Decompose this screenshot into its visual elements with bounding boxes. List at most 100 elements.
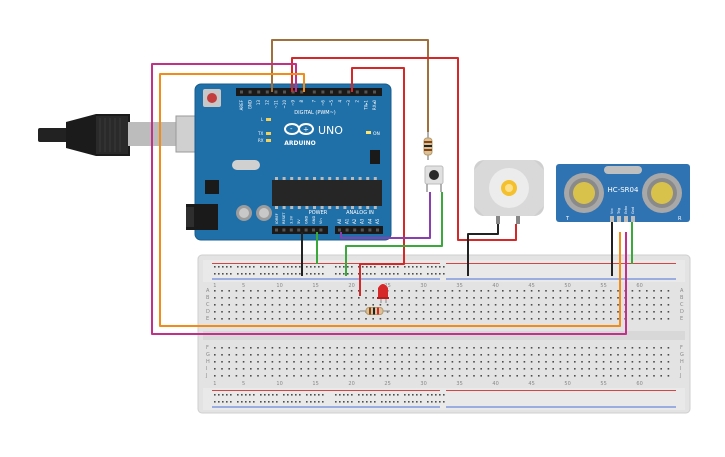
- breadboard-hole[interactable]: [617, 311, 619, 313]
- breadboard-hole[interactable]: [451, 304, 454, 306]
- breadboard-hole[interactable]: [260, 394, 262, 396]
- breadboard-hole[interactable]: [329, 375, 331, 377]
- breadboard-hole[interactable]: [343, 368, 346, 370]
- breadboard-hole[interactable]: [401, 311, 403, 313]
- breadboard-hole[interactable]: [458, 347, 461, 349]
- breadboard-hole[interactable]: [335, 273, 337, 275]
- breadboard-hole[interactable]: [249, 401, 251, 403]
- breadboard-hole[interactable]: [530, 354, 533, 356]
- breadboard-hole[interactable]: [660, 347, 662, 349]
- breadboard-hole[interactable]: [242, 311, 245, 313]
- breadboard-hole[interactable]: [358, 354, 360, 356]
- breadboard-hole[interactable]: [343, 290, 346, 292]
- breadboard-hole[interactable]: [408, 297, 410, 299]
- breadboard-hole[interactable]: [374, 401, 376, 403]
- breadboard-hole[interactable]: [272, 401, 274, 403]
- breadboard-hole[interactable]: [386, 375, 389, 377]
- breadboard-hole[interactable]: [366, 266, 368, 268]
- breadboard-hole[interactable]: [595, 304, 598, 306]
- breadboard-hole[interactable]: [502, 361, 504, 363]
- breadboard-hole[interactable]: [293, 318, 295, 320]
- breadboard-hole[interactable]: [480, 311, 482, 313]
- breadboard-hole[interactable]: [451, 361, 454, 363]
- breadboard-hole[interactable]: [214, 401, 216, 403]
- breadboard-hole[interactable]: [480, 290, 482, 292]
- breadboard-hole[interactable]: [487, 297, 490, 299]
- breadboard-hole[interactable]: [667, 318, 670, 320]
- breadboard-hole[interactable]: [624, 354, 626, 356]
- breadboard-hole[interactable]: [235, 311, 238, 313]
- breadboard-hole[interactable]: [322, 347, 324, 349]
- breadboard-hole[interactable]: [574, 297, 576, 299]
- breadboard-hole[interactable]: [264, 318, 266, 320]
- breadboard-hole[interactable]: [502, 304, 504, 306]
- breadboard-hole[interactable]: [322, 318, 324, 320]
- wire-magenta-trig[interactable]: [151, 63, 627, 335]
- breadboard-hole[interactable]: [545, 290, 547, 292]
- breadboard-hole[interactable]: [228, 361, 230, 363]
- breadboard-hole[interactable]: [307, 347, 310, 349]
- breadboard-hole[interactable]: [494, 361, 497, 363]
- breadboard-hole[interactable]: [264, 304, 266, 306]
- breadboard-hole[interactable]: [624, 368, 626, 370]
- breadboard-hole[interactable]: [268, 266, 270, 268]
- breadboard-hole[interactable]: [401, 297, 403, 299]
- breadboard-hole[interactable]: [617, 375, 619, 377]
- breadboard-hole[interactable]: [381, 273, 383, 275]
- breadboard-hole[interactable]: [422, 297, 425, 299]
- breadboard-hole[interactable]: [660, 297, 662, 299]
- breadboard-hole[interactable]: [451, 318, 454, 320]
- breadboard-hole[interactable]: [397, 394, 399, 396]
- breadboard-hole[interactable]: [249, 266, 251, 268]
- breadboard-hole[interactable]: [538, 297, 540, 299]
- breadboard-hole[interactable]: [416, 401, 418, 403]
- breadboard-hole[interactable]: [336, 368, 338, 370]
- breadboard-hole[interactable]: [286, 311, 288, 313]
- breadboard-hole[interactable]: [362, 401, 364, 403]
- breadboard-hole[interactable]: [610, 368, 612, 370]
- breadboard-hole[interactable]: [437, 318, 439, 320]
- breadboard-hole[interactable]: [415, 375, 418, 377]
- breadboard-hole[interactable]: [228, 375, 230, 377]
- breadboard-hole[interactable]: [451, 290, 454, 292]
- breadboard-hole[interactable]: [314, 394, 316, 396]
- breadboard-hole[interactable]: [516, 368, 518, 370]
- breadboard-hole[interactable]: [214, 304, 216, 306]
- breadboard-hole[interactable]: [250, 297, 252, 299]
- breadboard-hole[interactable]: [420, 401, 422, 403]
- breadboard-hole[interactable]: [372, 361, 374, 363]
- breadboard-hole[interactable]: [401, 290, 403, 292]
- breadboard-hole[interactable]: [401, 361, 403, 363]
- wire-purple-button[interactable]: [340, 192, 431, 239]
- breadboard-hole[interactable]: [242, 361, 245, 363]
- breadboard-hole[interactable]: [509, 368, 511, 370]
- breadboard-hole[interactable]: [293, 304, 295, 306]
- breadboard-hole[interactable]: [602, 375, 605, 377]
- breadboard-hole[interactable]: [602, 290, 605, 292]
- breadboard-hole[interactable]: [617, 297, 619, 299]
- breadboard-hole[interactable]: [516, 375, 518, 377]
- breadboard-hole[interactable]: [397, 273, 399, 275]
- breadboard-hole[interactable]: [350, 290, 353, 292]
- breadboard-hole[interactable]: [581, 290, 583, 292]
- header-pin[interactable]: [338, 228, 341, 232]
- breadboard-hole[interactable]: [466, 297, 468, 299]
- breadboard-hole[interactable]: [287, 266, 289, 268]
- breadboard-hole[interactable]: [237, 401, 239, 403]
- breadboard-hole[interactable]: [322, 266, 324, 268]
- breadboard-hole[interactable]: [385, 401, 387, 403]
- breadboard-hole[interactable]: [646, 375, 648, 377]
- breadboard-hole[interactable]: [389, 266, 391, 268]
- breadboard-hole[interactable]: [336, 354, 338, 356]
- breadboard-hole[interactable]: [318, 401, 320, 403]
- breadboard-hole[interactable]: [559, 368, 562, 370]
- breadboard-hole[interactable]: [314, 375, 317, 377]
- breadboard-hole[interactable]: [276, 266, 278, 268]
- breadboard-hole[interactable]: [408, 290, 410, 292]
- breadboard-hole[interactable]: [430, 347, 432, 349]
- breadboard-hole[interactable]: [271, 290, 274, 292]
- breadboard-hole[interactable]: [278, 347, 281, 349]
- breadboard-hole[interactable]: [538, 368, 540, 370]
- breadboard-hole[interactable]: [422, 290, 425, 292]
- breadboard-hole[interactable]: [646, 297, 648, 299]
